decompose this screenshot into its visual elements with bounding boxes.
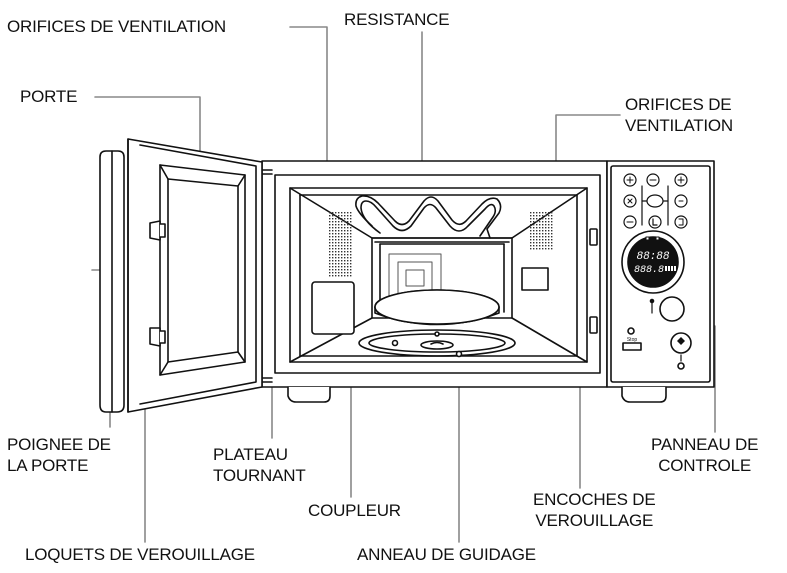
heating-element [355,195,513,243]
foot-left [287,386,331,403]
leader-vent-left [289,26,328,209]
latch-bottom [149,327,161,347]
vent-grid-right [530,212,553,250]
label-control-panel-line1: PANNEAU DE [651,435,759,454]
ring-outer [358,329,516,357]
button-cluster [623,173,688,229]
door-window-inner [167,178,239,363]
label-control-panel: PANNEAU DE CONTROLE [651,434,758,476]
label-vent-right-line2: VENTILATION [625,116,734,135]
label-door-handle: POIGNEE DE LA PORTE [7,434,111,476]
label-porte: PORTE [20,87,78,106]
label-latch-slots-line1: ENCOCHES DE [533,490,656,509]
label-latch-slots-line2: VEROUILLAGE [535,511,654,530]
left-side-panel [311,281,355,335]
label-door-handle-line1: POIGNEE DE [7,435,111,454]
door [99,138,263,413]
stop-button [622,327,642,351]
label-vent-right-line1: ORIFICES DE [625,95,732,114]
control-knob [649,296,685,322]
label-vent-top-left: ORIFICES DE VENTILATION [7,17,226,36]
label-resistance: RESISTANCE [344,10,450,29]
vent-grid-left [329,212,352,277]
latch-slots [589,228,598,334]
start-button [670,332,692,370]
label-control-panel-line2: CONTROLE [658,456,752,475]
display-text: 88:88 888.8 [634,251,676,276]
label-turntable: PLATEAU TOURNANT [213,444,306,486]
display-dial [621,230,685,294]
display-bars [665,266,676,271]
label-turntable-line1: PLATEAU [213,445,288,464]
turntable [374,289,500,326]
hinges [261,169,273,383]
roller-ring [358,329,516,358]
label-vent-right: ORIFICES DE VENTILATION [625,94,733,136]
label-guide-ring: ANNEAU DE GUIDAGE [357,545,536,564]
stop-label: Stop [627,337,638,343]
foot-right [621,386,667,403]
display-bottom: 888.8 [634,265,664,276]
label-coupler: COUPLEUR [308,501,401,520]
control-panel-contents [610,165,711,383]
right-side-panel [521,267,549,291]
label-door-latches: LOQUETS DE VEROUILLAGE [25,545,255,564]
display-top: 88:88 [636,251,669,263]
coupler [420,340,454,350]
label-door-handle-line2: LA PORTE [7,456,89,475]
label-latch-slots: ENCOCHES DE VEROUILLAGE [533,489,656,531]
latch-top [149,220,161,241]
label-turntable-line2: TOURNANT [213,466,306,485]
